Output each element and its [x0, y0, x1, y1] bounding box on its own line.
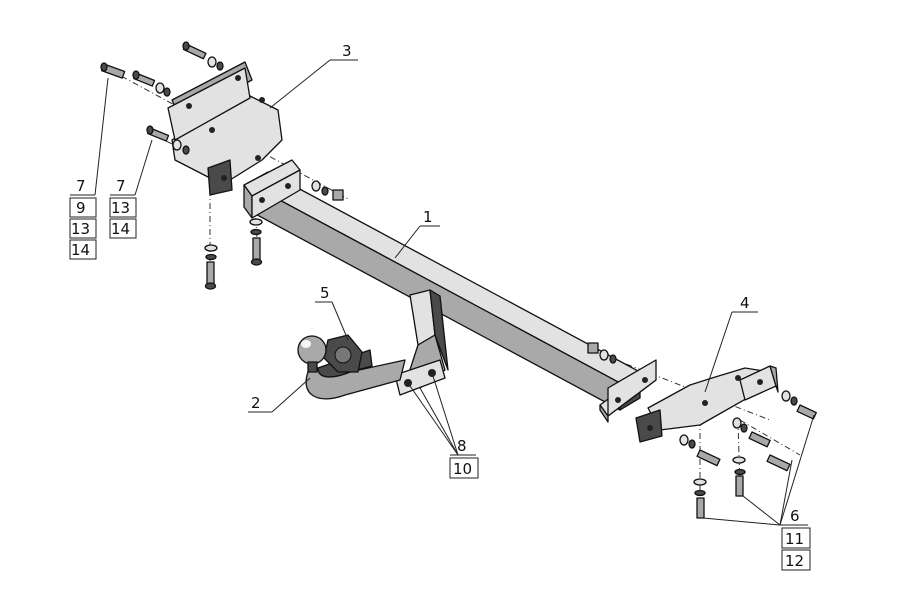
label-center-1: 10	[453, 460, 472, 478]
callout-part-5: 5	[315, 284, 349, 341]
label-right-2: 12	[785, 552, 804, 570]
fasteners	[100, 41, 817, 519]
ball-mount-bracket	[394, 289, 449, 396]
callout-left-stack-a: 7 9 13 14	[69, 77, 109, 260]
callout-right-stack: 6 11 12	[702, 414, 815, 571]
bolt-right-2	[732, 417, 771, 448]
bolt-left-4	[146, 125, 190, 155]
label-left-a-3: 14	[71, 241, 90, 259]
label-part-2: 2	[251, 394, 261, 412]
bolt-vertical-left-1	[204, 244, 218, 290]
bolt-vertical-right-1	[732, 456, 746, 497]
bolt-right-1	[781, 390, 817, 420]
tow-ball	[297, 335, 327, 365]
label-center-0: 8	[457, 437, 467, 455]
left-mounting-bracket	[167, 61, 283, 196]
callout-part-3: 3	[269, 42, 358, 109]
callout-part-4: 4	[704, 294, 758, 393]
label-left-a-1: 9	[76, 199, 86, 217]
bolt-vertical-right-2	[693, 478, 707, 519]
callout-part-1: 1	[394, 208, 440, 259]
nut-set-right	[587, 342, 617, 364]
label-left-b-1: 13	[111, 199, 130, 217]
callout-center-stack: 8 10	[407, 372, 479, 479]
label-right-1: 11	[785, 530, 804, 548]
right-mounting-bracket	[635, 365, 779, 443]
label-part-1: 1	[423, 208, 433, 226]
callout-part-2: 2	[248, 377, 311, 413]
bolt-left-2	[100, 62, 126, 79]
callout-left-stack-b: 7 13 14	[109, 139, 153, 239]
nut-set-left	[311, 180, 344, 201]
label-right-0: 6	[790, 507, 800, 525]
bolt-vertical-left-2	[249, 218, 263, 266]
label-part-4: 4	[740, 294, 750, 312]
bolt-right-3	[679, 434, 791, 472]
label-left-a-2: 13	[71, 220, 90, 238]
label-left-a-0: 7	[76, 177, 86, 195]
label-part-5: 5	[320, 284, 330, 302]
label-left-b-2: 14	[111, 220, 130, 238]
label-part-3: 3	[342, 42, 352, 60]
bolt-left-1	[182, 41, 224, 71]
tow-ball-arm	[297, 334, 406, 400]
label-left-b-0: 7	[116, 177, 126, 195]
bolt-left-3	[132, 70, 171, 97]
